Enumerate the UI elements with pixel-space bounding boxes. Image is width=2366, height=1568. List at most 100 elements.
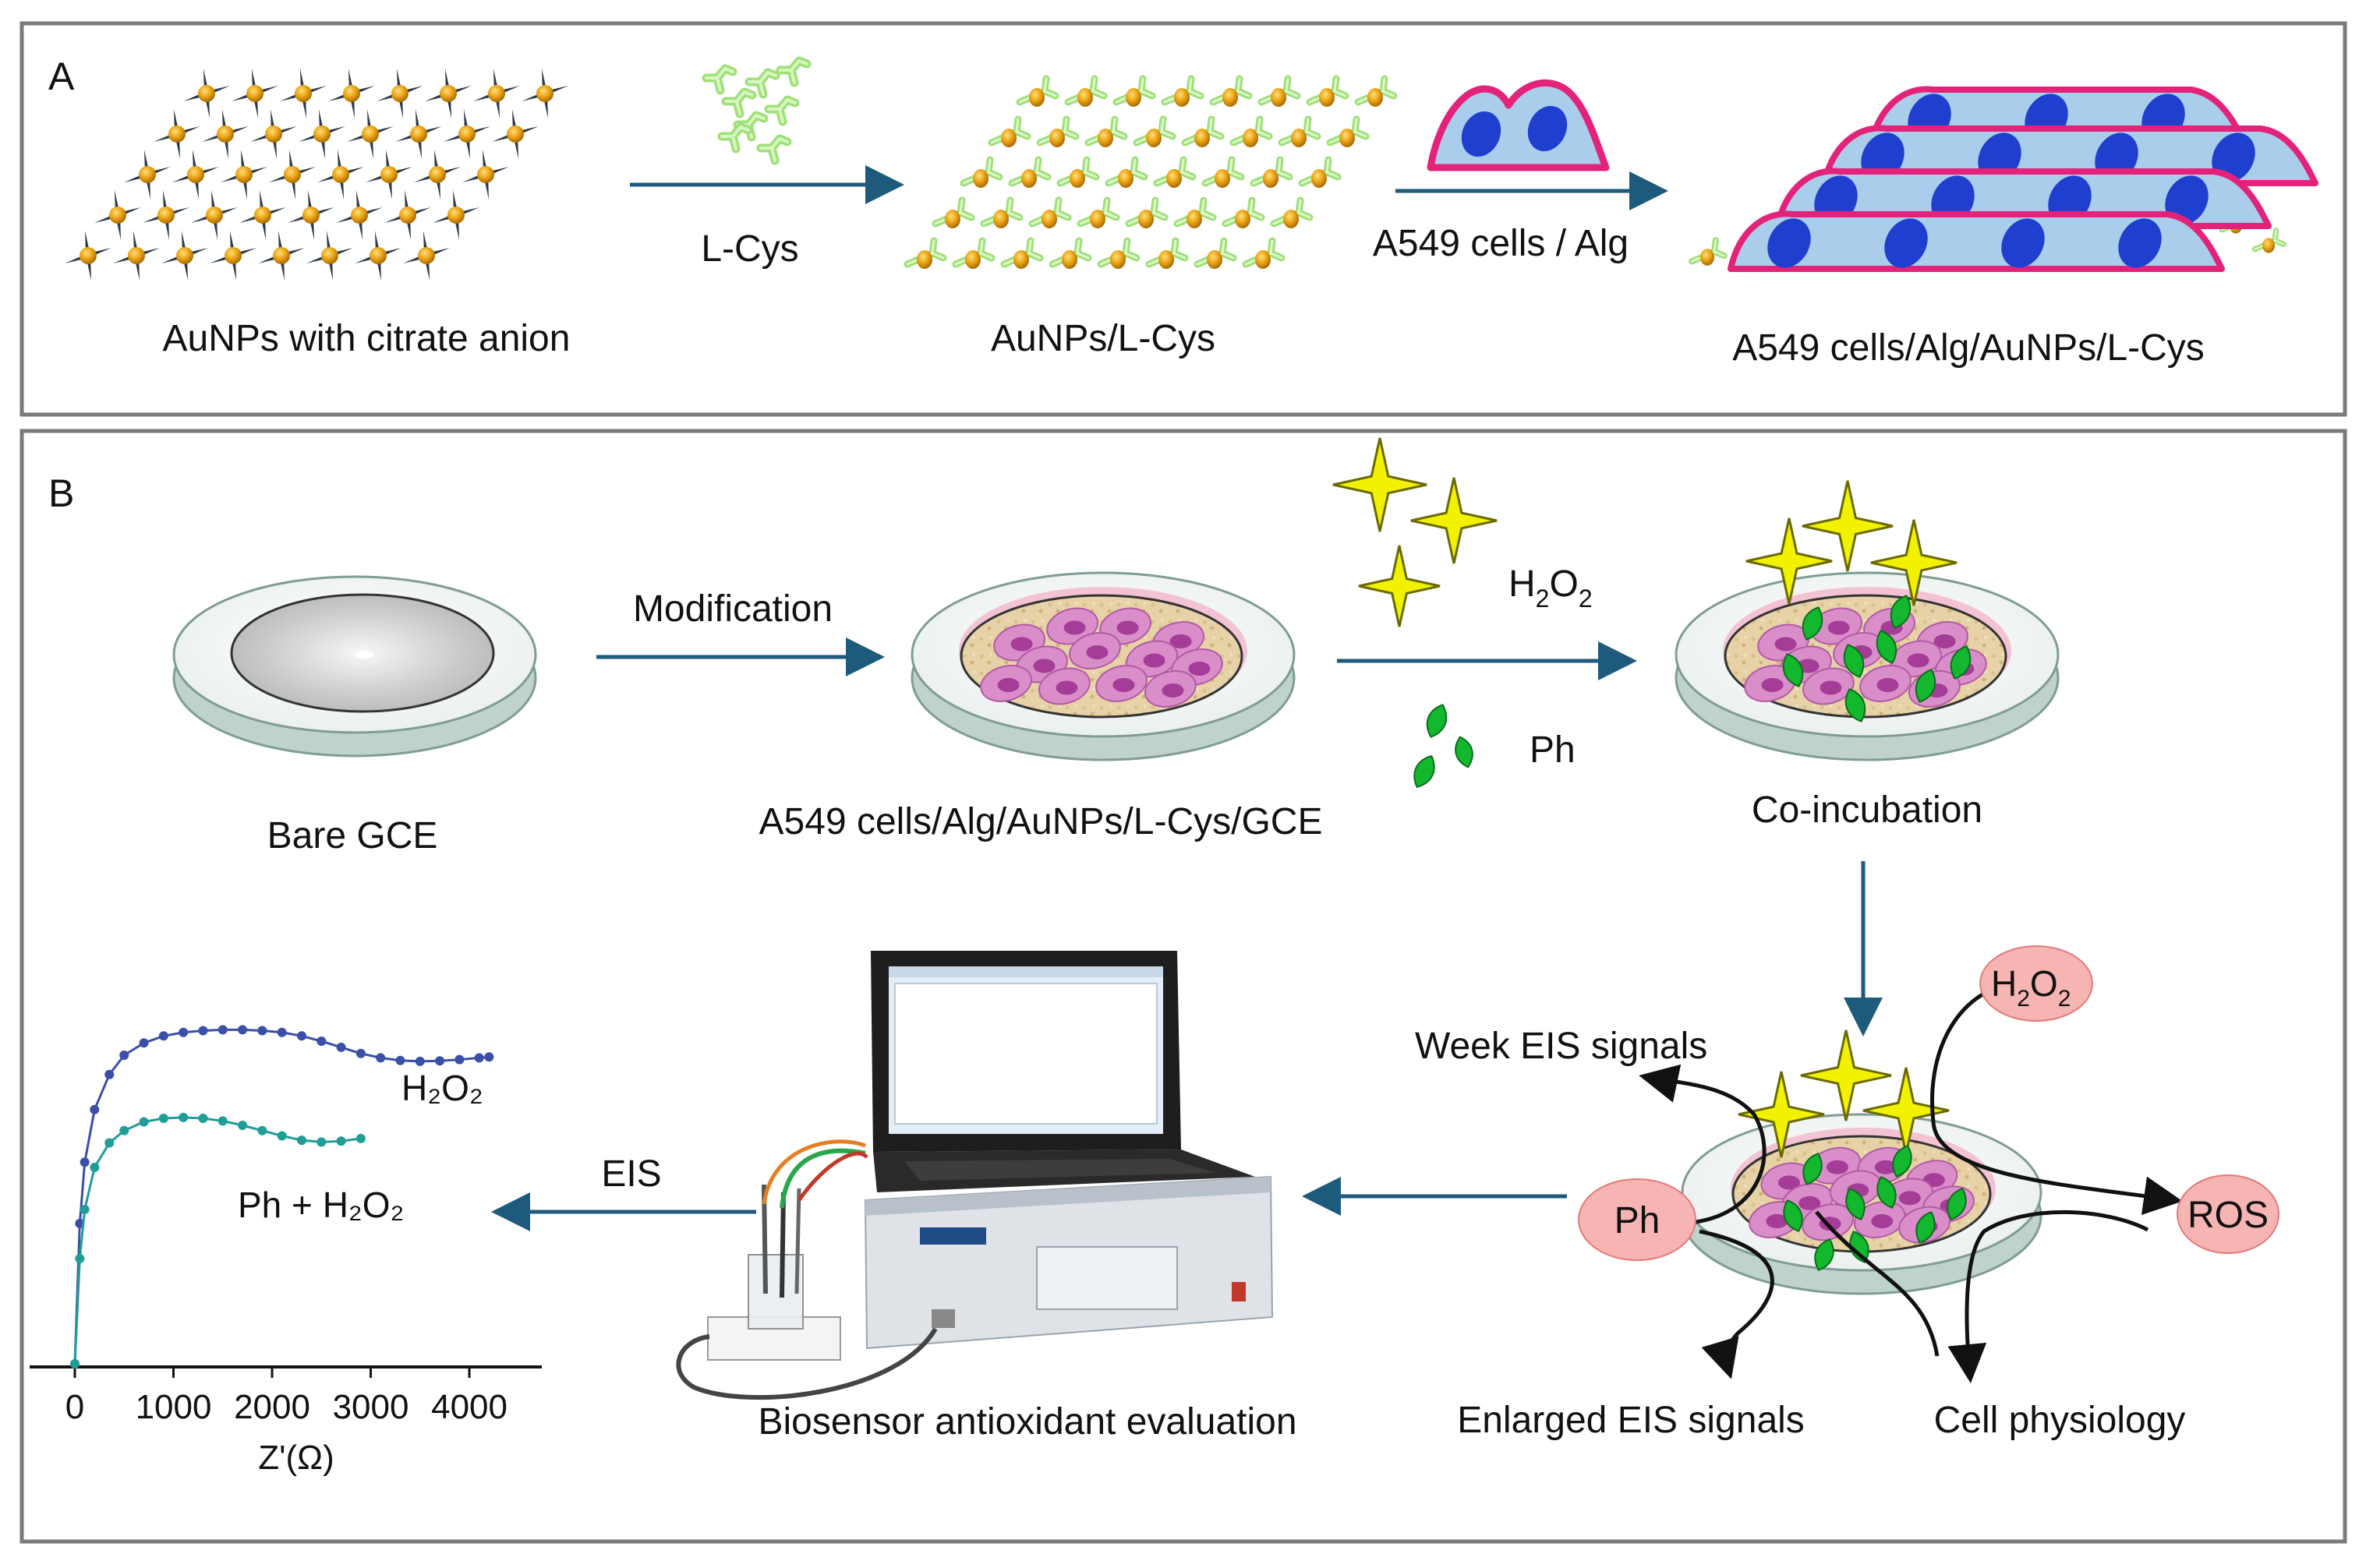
- data-point: [355, 1133, 366, 1143]
- aunp-lcys-particle: [1257, 75, 1301, 107]
- aunp-particle: [395, 109, 442, 159]
- aunp-particle: [172, 150, 219, 200]
- h2o2-stars-icon: [1332, 437, 1498, 627]
- h2o2-star-icon: [1738, 1071, 1825, 1158]
- mechanism-arrows: [1639, 981, 2183, 1383]
- aunp-lcys-particle: [1153, 156, 1197, 188]
- data-point: [104, 1138, 115, 1148]
- data-point: [415, 1056, 425, 1066]
- data-point: [336, 1136, 346, 1146]
- ph-leaf-icon: [1843, 644, 1865, 678]
- aunp-particle: [269, 150, 316, 200]
- series-label-ph-h2o2: Ph + H₂O₂: [238, 1185, 404, 1225]
- data-point: [139, 1038, 149, 1048]
- aunp-lcys-particle: [1209, 75, 1253, 107]
- ph-leaf-icon: [1426, 704, 1448, 738]
- data-point: [70, 1359, 80, 1368]
- l-cys-molecule: [721, 87, 757, 118]
- reagent-l-cys-label: L-Cys: [701, 228, 798, 270]
- aunp-particle: [444, 109, 490, 159]
- aunp-particle: [425, 69, 472, 118]
- aunp-particle: [191, 190, 238, 240]
- ph-leaf-icon: [1876, 1176, 1897, 1209]
- aunp-lcys-particle: [1028, 196, 1072, 228]
- aunp-particle: [113, 231, 160, 281]
- aunp-lcys-particle: [1077, 196, 1120, 228]
- aunp-particle: [65, 231, 111, 281]
- aunp-citrate-lattice: [65, 69, 568, 281]
- aunp-particle: [210, 231, 256, 281]
- series-ph-h2o2: [70, 1112, 366, 1368]
- aunp-particle: [258, 231, 305, 281]
- ph-leaf-icon: [1845, 1188, 1866, 1220]
- data-point: [80, 1157, 90, 1167]
- x-tick-label: 4000: [431, 1388, 508, 1426]
- aunp-lcys-particle: [1008, 156, 1052, 188]
- h2o2-star-icon: [1870, 519, 1958, 606]
- cell: [1069, 632, 1121, 669]
- aunp-particle: [183, 69, 230, 118]
- data-point: [317, 1037, 327, 1046]
- aunp-particle: [522, 69, 568, 118]
- data-point: [296, 1031, 306, 1041]
- a549-cell-row: [1728, 210, 2225, 272]
- ph-bubble: Ph: [1578, 1178, 1696, 1261]
- co-incubated-electrode: [1675, 480, 2060, 761]
- cell: [1859, 665, 1912, 702]
- aunp-lcys-particle: [1105, 156, 1148, 188]
- aunp-particle: [473, 69, 520, 118]
- aunp-particle: [250, 109, 297, 159]
- aunp-lcys-particle: [1056, 156, 1100, 188]
- ph-leaf-icon: [1455, 736, 1473, 768]
- ph-leaf-icon: [1802, 606, 1823, 641]
- step1-label: AuNPs with citrate anion: [163, 318, 571, 359]
- l-cys-molecule: [776, 56, 812, 87]
- data-point: [158, 1114, 168, 1123]
- series-label-h2o2: H₂O₂: [401, 1068, 483, 1108]
- data-point: [218, 1116, 228, 1126]
- aunp-particle: [366, 150, 412, 200]
- aunp-lcys-particle: [1278, 115, 1321, 147]
- aunp-lcys-particle: [1036, 115, 1080, 147]
- aunp-lcys-particle: [1201, 156, 1245, 188]
- aunp-lcys-particle: [980, 196, 1024, 228]
- h2o2-star-icon: [1358, 545, 1441, 627]
- data-point: [355, 1048, 366, 1058]
- aunp-particle: [317, 150, 364, 200]
- aunp-lcys-particle: [960, 156, 1003, 188]
- h2o2-bubble: H2O2: [1979, 945, 2093, 1022]
- aunp-particle: [328, 69, 375, 118]
- aunp-particle: [462, 150, 509, 200]
- data-point: [336, 1042, 346, 1052]
- aunp-lcys-particle: [1173, 196, 1217, 228]
- step3-label: A549 cells/Alg/AuNPs/L-Cys: [1732, 327, 2205, 369]
- aunp-particle: [492, 109, 539, 159]
- ph-leaf-icon: [1783, 1199, 1803, 1232]
- aunp-particle: [239, 190, 286, 240]
- data-point: [179, 1112, 189, 1122]
- data-point: [119, 1125, 129, 1135]
- aunp-particle: [347, 109, 394, 159]
- cell: [1853, 1201, 1906, 1238]
- cell: [1046, 607, 1098, 645]
- ph-leaf-icon: [1947, 1188, 1967, 1220]
- co-incubation-label: Co-incubation: [1752, 789, 1982, 831]
- l-cys-molecule: [717, 122, 753, 154]
- h2o2-label: H2O2: [1508, 563, 1593, 613]
- data-point: [277, 1131, 287, 1141]
- aunp-particle: [143, 190, 189, 240]
- modification-label: Modification: [633, 588, 833, 630]
- aunp-lcys-particle: [1354, 75, 1398, 107]
- biosensor-label: Biosensor antioxidant evaluation: [758, 1401, 1296, 1443]
- aunp-lcys-particle: [1326, 115, 1370, 147]
- data-point: [104, 1069, 115, 1079]
- aunp-lcys-particle: [1229, 115, 1273, 147]
- series-h2o2: [70, 1025, 494, 1368]
- aunp-lcys-particle: [932, 196, 975, 228]
- ph-leaf-icon: [1849, 1231, 1869, 1263]
- aunp-lcys-particle: [1161, 75, 1204, 107]
- panel-a-letter: A: [48, 55, 75, 98]
- ph-leaf-icon: [1802, 1153, 1823, 1185]
